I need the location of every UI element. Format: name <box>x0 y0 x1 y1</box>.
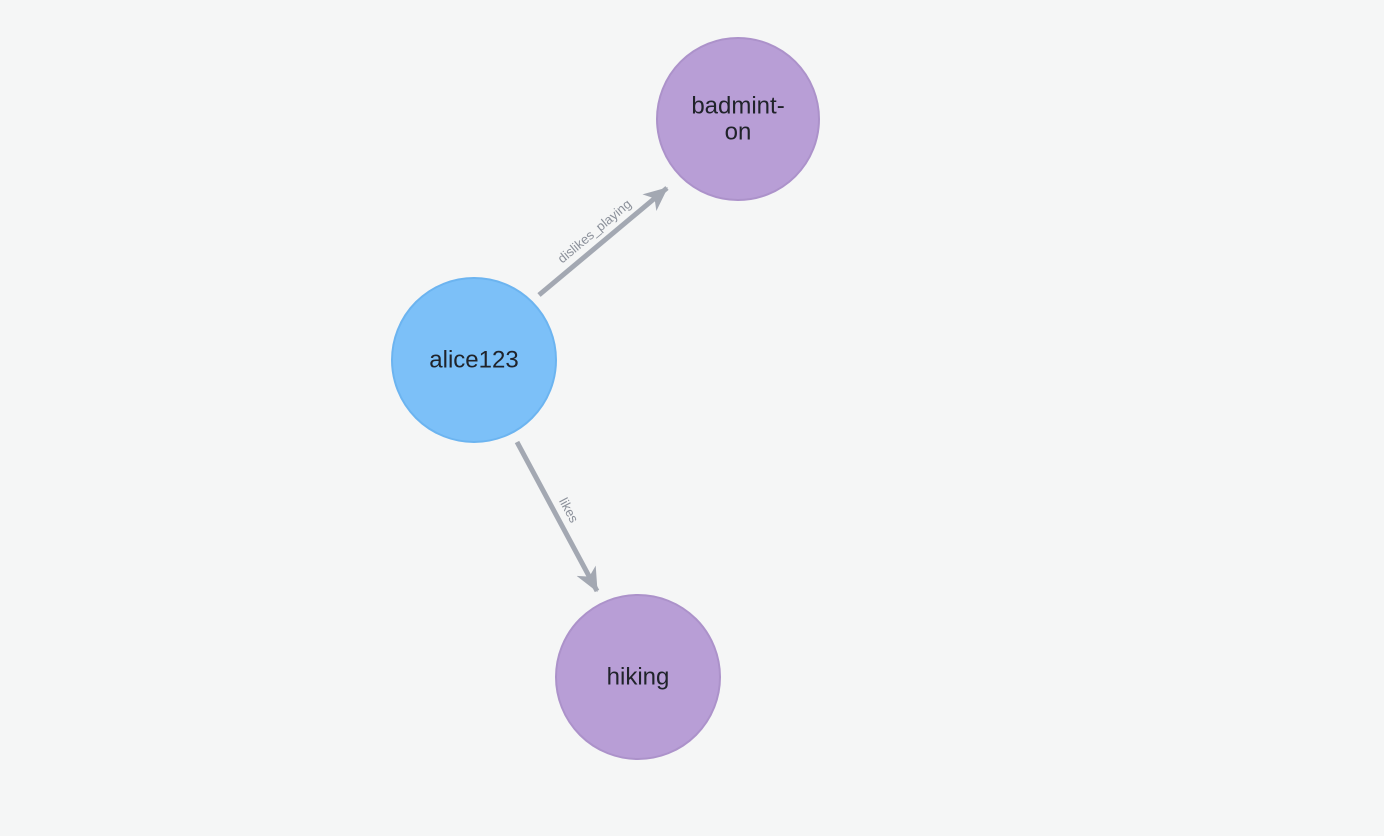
graph-node-alice123[interactable]: alice123 <box>391 277 557 443</box>
node-circle[interactable] <box>555 594 721 760</box>
node-circle[interactable] <box>391 277 557 443</box>
edge-arrow[interactable] <box>537 186 669 297</box>
edge-arrow[interactable] <box>514 440 600 593</box>
graph-node-badminton[interactable]: badmint-on <box>656 37 820 201</box>
node-circle[interactable] <box>656 37 820 201</box>
graph-node-hiking[interactable]: hiking <box>555 594 721 760</box>
